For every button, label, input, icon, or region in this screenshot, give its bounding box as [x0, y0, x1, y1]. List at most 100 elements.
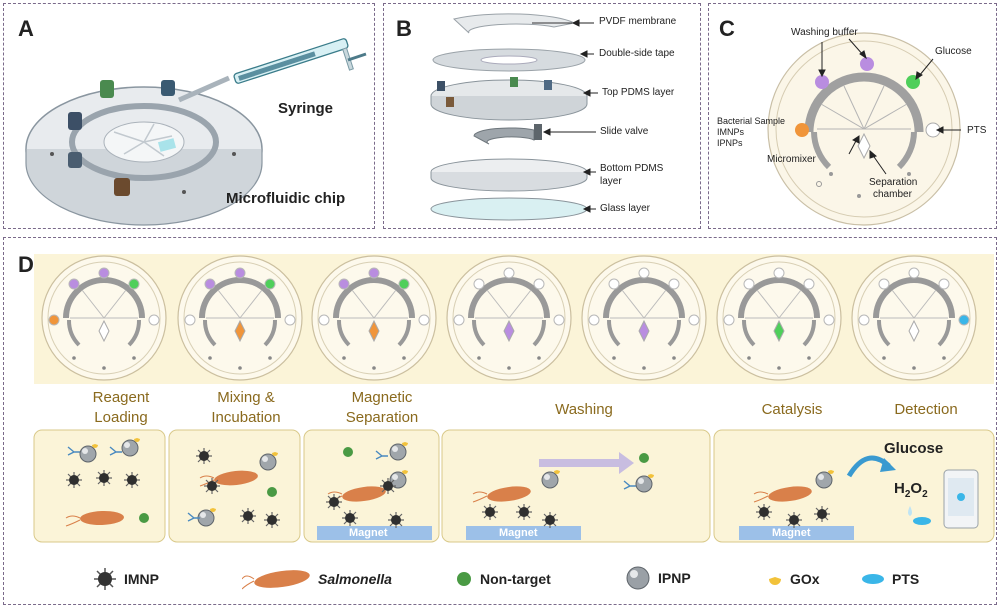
- chip-spoke-a-4: [486, 289, 510, 319]
- imnp-52: [391, 515, 401, 525]
- non-target-26: [267, 487, 277, 497]
- legend-gox: GOx: [766, 566, 820, 592]
- chip-spoke-a-5: [621, 289, 645, 319]
- bacterial-sample-label: Bacterial Sample: [717, 116, 786, 126]
- panel-b: B PVDF membrane Double-side tape Top PDM…: [383, 3, 701, 229]
- pts-label-c: PTS: [967, 125, 987, 136]
- chip-spoke-a-7: [891, 289, 915, 319]
- reservoir-wash-b-2: [234, 267, 246, 279]
- imnp-32: [243, 511, 253, 521]
- imnps-label: IMNPs: [717, 127, 744, 137]
- pts-drop-icon: [913, 517, 931, 525]
- reservoir-wash-b-3: [368, 267, 380, 279]
- scene-box-5: [713, 429, 995, 543]
- salmonella-icon: [242, 570, 310, 590]
- reservoir-wash-a-3: [338, 278, 350, 290]
- salmonella-43: [342, 486, 386, 502]
- microfluidic-chip-illustration: [25, 38, 367, 226]
- ipnp-shine-56: [638, 478, 644, 484]
- ipnp-shine-20: [262, 456, 268, 462]
- chip-spoke-b-2: [239, 289, 263, 319]
- ipnp-1: [79, 445, 97, 463]
- ipnp-37: [389, 443, 407, 461]
- legend-salmonella: Salmonella: [242, 566, 392, 592]
- chip-dot-a-2: [208, 356, 212, 360]
- reservoir-blue: [161, 80, 175, 96]
- separation-chamber-7: [908, 319, 920, 343]
- antibody-30: [187, 512, 200, 522]
- step-label-washing: Washing: [555, 401, 613, 418]
- antibody-0: [67, 446, 80, 456]
- separation-chamber-1: [98, 319, 110, 343]
- reservoir-wash-a-1: [68, 278, 80, 290]
- reservoir-glucose-4: [533, 278, 545, 290]
- panel-a: A Syringe Microfluidic chip: [3, 3, 375, 229]
- chip-channel-6: [738, 277, 820, 319]
- chip-channel-5: [603, 277, 685, 319]
- reservoir-wash-b-7: [908, 267, 920, 279]
- gox-62: [554, 470, 560, 474]
- chip-channel-right-1: [127, 319, 142, 347]
- chip-inner-ring-5: [587, 261, 701, 375]
- chip-dot-c-1: [102, 366, 106, 370]
- reservoir-brown: [114, 178, 130, 196]
- panel-d-label: D: [18, 252, 34, 277]
- chip-dot-b-7: [942, 356, 946, 360]
- chamber-label: chamber: [873, 189, 912, 200]
- ipnp-shine-41: [392, 474, 398, 480]
- reservoir-wash-b-1: [98, 267, 110, 279]
- chip-channel-1: [63, 277, 145, 319]
- chip-dot-b-2: [268, 356, 272, 360]
- ipnp-shine-72: [818, 474, 824, 480]
- separation-label: Separation: [869, 177, 918, 188]
- imnp-34: [267, 515, 277, 525]
- chip-spoke-a-2: [217, 289, 241, 319]
- flagella-59: [472, 491, 488, 503]
- chip-dot-c-3: [372, 366, 376, 370]
- slide-valve-shape: [473, 127, 535, 145]
- antibody-36: [375, 450, 388, 460]
- chip-channel-3: [333, 277, 415, 319]
- non-target-53: [639, 453, 649, 463]
- washing-arrow: [539, 459, 619, 467]
- gox-7: [134, 438, 140, 442]
- imnp-64: [485, 507, 495, 517]
- microfluidic-chip-label: Microfluidic chip: [226, 190, 346, 207]
- reservoir-gray: [68, 152, 82, 168]
- salmonella-14: [80, 510, 124, 526]
- non-target-16: [139, 513, 149, 523]
- reservoir-glucose-1: [128, 278, 140, 290]
- chip-dot-b-5: [672, 356, 676, 360]
- chip-inner-ring-1: [47, 261, 161, 375]
- h2o2-label: H2O2: [894, 480, 928, 500]
- layer-label-bottom-pdms: Bottom PDMS: [600, 163, 664, 174]
- reservoir-pts-6: [823, 314, 835, 326]
- chip-dot-b-6: [807, 356, 811, 360]
- legend-ipnp: IPNP: [624, 564, 691, 592]
- chip-spoke-a-3: [351, 289, 375, 319]
- ipnp-19: [259, 453, 277, 471]
- step-label-detection: Detection: [894, 401, 958, 418]
- chip-dot-a-1: [72, 356, 76, 360]
- washing-buffer-label: Washing buffer: [791, 27, 858, 38]
- washing-buffer-reservoir-2: [860, 57, 874, 71]
- imnp-25: [207, 481, 217, 491]
- imnp-9: [69, 475, 79, 485]
- ipnp-icon: [626, 566, 650, 590]
- imnp-68: [545, 515, 555, 525]
- chip-channel-right-5: [667, 319, 682, 347]
- panel-c-label: C: [719, 16, 735, 41]
- ipnp-27: [197, 509, 215, 527]
- chip-spoke-b-7: [913, 289, 937, 319]
- ipnp-55: [635, 475, 653, 493]
- layer-label-bottom-pdms-2: layer: [600, 176, 622, 187]
- chip-channel-right-7: [937, 319, 952, 347]
- chip-channel-7: [873, 277, 955, 319]
- non-target-icon: [457, 572, 471, 586]
- imnp-11: [99, 473, 109, 483]
- scene-box-1: [33, 429, 166, 543]
- imnp-13: [127, 475, 137, 485]
- reservoir-wash-a-7: [878, 278, 890, 290]
- imnp-50: [345, 513, 355, 523]
